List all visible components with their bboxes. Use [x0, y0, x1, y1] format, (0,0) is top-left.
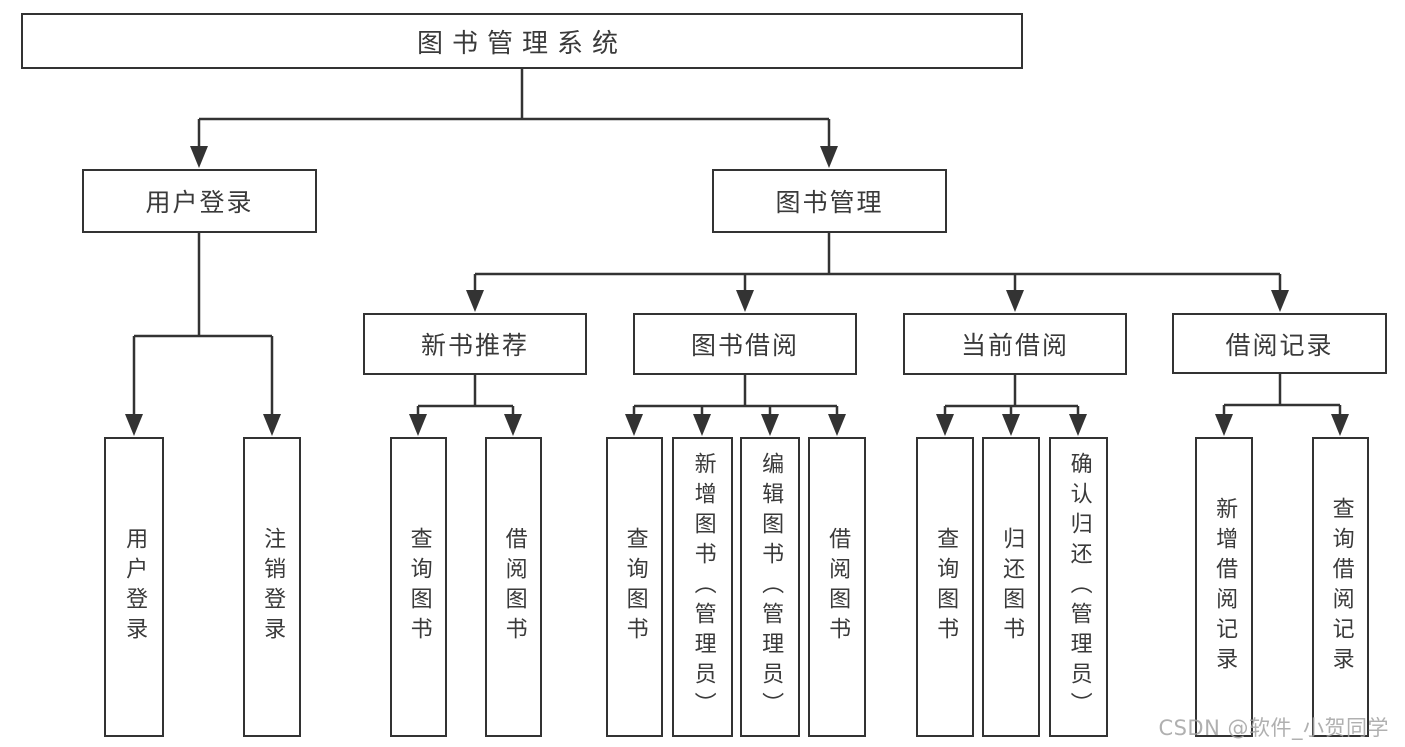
arrow-down-icon — [125, 414, 143, 436]
leaf-logout-label: 注销登录 — [260, 527, 286, 647]
leaf-records-add-record-label: 新增借阅记录 — [1212, 497, 1238, 677]
leaf-logout: 注销登录 — [243, 437, 301, 737]
arrow-down-icon — [1006, 290, 1024, 312]
node-current-borrowing-label: 当前借阅 — [960, 331, 1069, 360]
node-borrowing-records-label: 借阅记录 — [1225, 330, 1334, 360]
leaf-records-query-record: 查询借阅记录 — [1312, 437, 1369, 737]
arrow-down-icon — [625, 414, 643, 436]
node-root-label: 图书管理系统 — [416, 28, 627, 59]
leaf-user-login: 用户登录 — [104, 437, 164, 737]
arrow-down-icon — [263, 414, 281, 436]
arrow-down-icon — [1271, 290, 1289, 312]
arrow-down-icon — [828, 414, 846, 436]
leaf-current-return-books: 归还图书 — [982, 437, 1040, 737]
arrow-down-icon — [1069, 414, 1087, 436]
leaf-newbook-borrow-books: 借阅图书 — [485, 437, 542, 737]
leaf-borrowing-query-books-label: 查询图书 — [622, 527, 648, 647]
watermark: CSDN @软件_小贺同学 — [1158, 716, 1389, 740]
node-root: 图书管理系统 — [21, 13, 1023, 69]
arrow-down-icon — [409, 414, 427, 436]
leaf-records-query-record-label: 查询借阅记录 — [1328, 497, 1354, 677]
leaf-current-return-books-label: 归还图书 — [999, 527, 1025, 647]
arrowhead-icons — [125, 146, 1349, 436]
leaf-borrowing-borrow-books-label: 借阅图书 — [825, 527, 851, 647]
arrow-down-icon — [736, 290, 754, 312]
arrow-down-icon — [190, 146, 208, 168]
leaf-borrowing-edit-books-admin-label: 编辑图书（管理员） — [758, 452, 784, 722]
leaf-borrowing-edit-books-admin: 编辑图书（管理员） — [740, 437, 800, 737]
leaf-newbook-query-books: 查询图书 — [390, 437, 447, 737]
node-new-book-recommend: 新书推荐 — [363, 313, 587, 375]
leaf-records-add-record: 新增借阅记录 — [1195, 437, 1253, 737]
arrow-down-icon — [1002, 414, 1020, 436]
arrow-down-icon — [504, 414, 522, 436]
node-user-login-group-label: 用户登录 — [145, 188, 254, 217]
leaf-current-confirm-return-admin-label: 确认归还（管理员） — [1066, 452, 1092, 722]
node-user-login-group: 用户登录 — [82, 169, 317, 233]
leaf-current-query-books-label: 查询图书 — [933, 527, 959, 647]
node-book-management-group-label: 图书管理 — [775, 188, 884, 217]
arrow-down-icon — [936, 414, 954, 436]
tree-connector-lines — [132, 69, 1342, 416]
leaf-borrowing-add-books-admin-label: 新增图书（管理员） — [690, 452, 716, 722]
arrow-down-icon — [1215, 414, 1233, 436]
leaf-borrowing-query-books: 查询图书 — [606, 437, 663, 737]
arrow-down-icon — [820, 146, 838, 168]
arrow-down-icon — [761, 414, 779, 436]
leaf-newbook-query-books-label: 查询图书 — [406, 527, 432, 647]
leaf-user-login-label: 用户登录 — [122, 527, 148, 647]
node-current-borrowing: 当前借阅 — [903, 313, 1127, 375]
node-book-management-group: 图书管理 — [712, 169, 947, 233]
arrow-down-icon — [693, 414, 711, 436]
leaf-newbook-borrow-books-label: 借阅图书 — [501, 527, 527, 647]
leaf-current-confirm-return-admin: 确认归还（管理员） — [1049, 437, 1108, 737]
arrow-down-icon — [466, 290, 484, 312]
node-borrowing-records: 借阅记录 — [1172, 313, 1387, 374]
leaf-borrowing-borrow-books: 借阅图书 — [808, 437, 866, 737]
leaf-current-query-books: 查询图书 — [916, 437, 974, 737]
node-book-borrowing: 图书借阅 — [633, 313, 857, 375]
arrow-down-icon — [1331, 414, 1349, 436]
node-book-borrowing-label: 图书借阅 — [690, 331, 799, 360]
node-new-book-recommend-label: 新书推荐 — [420, 331, 529, 360]
leaf-borrowing-add-books-admin: 新增图书（管理员） — [672, 437, 733, 737]
